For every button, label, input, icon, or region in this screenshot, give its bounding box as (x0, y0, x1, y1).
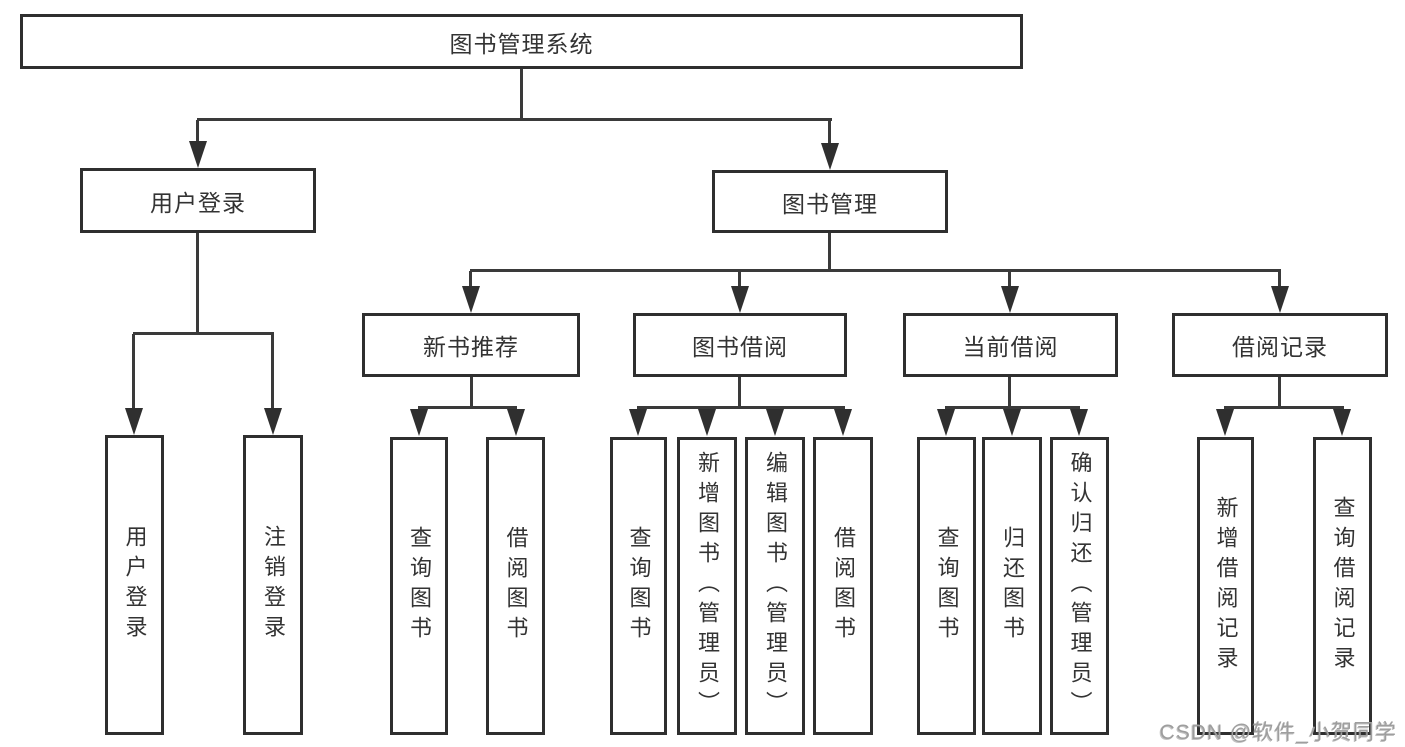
node-book-management-label: 图书管理 (782, 190, 878, 217)
connector-new-books-bar (418, 406, 517, 409)
leaf-br-query-record: 查询借阅记录 (1313, 437, 1372, 735)
leaf-cb-return-books: 归还图书 (982, 437, 1042, 735)
leaf-bb-add-books: 新增图书（管理员） (677, 437, 737, 735)
connector-drop-new-books (469, 271, 472, 288)
arrowhead-user-login (189, 141, 207, 168)
leaf-bb-borrow-books-label: 借阅图书 (831, 526, 856, 646)
node-current-borrowing-label: 当前借阅 (962, 334, 1059, 360)
node-user-login-label: 用户登录 (150, 189, 246, 216)
connector-drop-leaf-user-login (132, 334, 135, 412)
connector-current-borrow-bar (945, 406, 1080, 409)
arrowhead-br-add (1216, 409, 1234, 436)
leaf-cb-confirm-return: 确认归还（管理员） (1050, 437, 1109, 735)
connector-drop-leaf-logout (271, 334, 274, 412)
leaf-bb-query-books: 查询图书 (610, 437, 667, 735)
node-root-system: 图书管理系统 (20, 14, 1023, 69)
arrowhead-bb-edit (766, 409, 784, 436)
connector-drop-user-login (196, 120, 199, 146)
arrowhead-new-books (462, 286, 480, 313)
arrowhead-bb-borrow (834, 409, 852, 436)
leaf-cb-query-books: 查询图书 (917, 437, 976, 735)
connector-borrow-records-stem (1278, 377, 1281, 408)
arrowhead-cb-return (1003, 409, 1021, 436)
connector-user-login-bar (133, 332, 274, 335)
leaf-bb-edit-books: 编辑图书（管理员） (745, 437, 805, 735)
node-borrowing-records: 借阅记录 (1172, 313, 1388, 377)
leaf-cb-confirm-return-label: 确认归还（管理员） (1067, 451, 1093, 721)
arrowhead-leaf-logout (264, 408, 282, 435)
leaf-logout: 注销登录 (243, 435, 303, 735)
arrowhead-bb-query (629, 409, 647, 436)
connector-level3-bar (470, 269, 1281, 272)
connector-drop-current-borrow (1008, 271, 1011, 288)
leaf-nb-borrow-books-label: 借阅图书 (503, 526, 529, 646)
connector-drop-book-borrow (738, 271, 741, 288)
leaf-user-login-label: 用户登录 (122, 525, 148, 645)
leaf-nb-query-books-label: 查询图书 (407, 526, 432, 646)
connector-user-login-stem (196, 233, 199, 335)
leaf-nb-query-books: 查询图书 (390, 437, 448, 735)
arrowhead-leaf-user-login (125, 408, 143, 435)
node-borrowing-records-label: 借阅记录 (1232, 334, 1328, 360)
node-book-borrowing: 图书借阅 (633, 313, 847, 377)
connector-borrow-records-bar (1224, 406, 1344, 409)
connector-book-mgmt-stem (828, 233, 831, 272)
leaf-br-add-record: 新增借阅记录 (1197, 437, 1254, 735)
connector-book-borrow-bar (637, 406, 845, 409)
arrowhead-borrow-records (1271, 286, 1289, 313)
leaf-br-add-record-label: 新增借阅记录 (1213, 496, 1239, 676)
connector-root-stem (520, 67, 523, 121)
csdn-watermark: CSDN @软件_小贺同学 (1159, 721, 1397, 744)
arrowhead-br-query (1333, 409, 1351, 436)
arrowhead-nb-borrow (507, 409, 525, 436)
leaf-cb-query-books-label: 查询图书 (934, 526, 960, 646)
connector-drop-book-mgmt (828, 120, 831, 148)
connector-current-borrow-stem (1008, 377, 1011, 408)
arrowhead-cb-query (937, 409, 955, 436)
node-book-management: 图书管理 (712, 170, 948, 233)
leaf-br-query-record-label: 查询借阅记录 (1330, 496, 1356, 676)
arrowhead-bb-add (698, 409, 716, 436)
node-book-borrowing-label: 图书借阅 (692, 334, 788, 360)
node-root-system-label: 图书管理系统 (449, 30, 594, 57)
arrowhead-cb-confirm (1070, 409, 1088, 436)
arrowhead-current-borrow (1001, 286, 1019, 313)
connector-new-books-stem (470, 377, 473, 408)
connector-book-borrow-stem (738, 377, 741, 408)
leaf-bb-borrow-books: 借阅图书 (813, 437, 873, 735)
arrowhead-book-mgmt (821, 143, 839, 170)
leaf-bb-query-books-label: 查询图书 (626, 526, 652, 646)
leaf-bb-edit-books-label: 编辑图书（管理员） (763, 451, 788, 721)
node-user-login: 用户登录 (80, 168, 316, 233)
leaf-nb-borrow-books: 借阅图书 (486, 437, 545, 735)
arrowhead-book-borrow (731, 286, 749, 313)
node-new-book-recommend: 新书推荐 (362, 313, 580, 377)
leaf-user-login: 用户登录 (105, 435, 164, 735)
connector-level1-bar (197, 118, 832, 121)
leaf-bb-add-books-label: 新增图书（管理员） (695, 451, 720, 721)
node-current-borrowing: 当前借阅 (903, 313, 1118, 377)
connector-drop-borrow-records (1278, 271, 1281, 288)
leaf-cb-return-books-label: 归还图书 (1000, 526, 1025, 646)
arrowhead-nb-query (410, 409, 428, 436)
leaf-logout-label: 注销登录 (261, 525, 286, 645)
node-new-book-recommend-label: 新书推荐 (423, 334, 519, 360)
